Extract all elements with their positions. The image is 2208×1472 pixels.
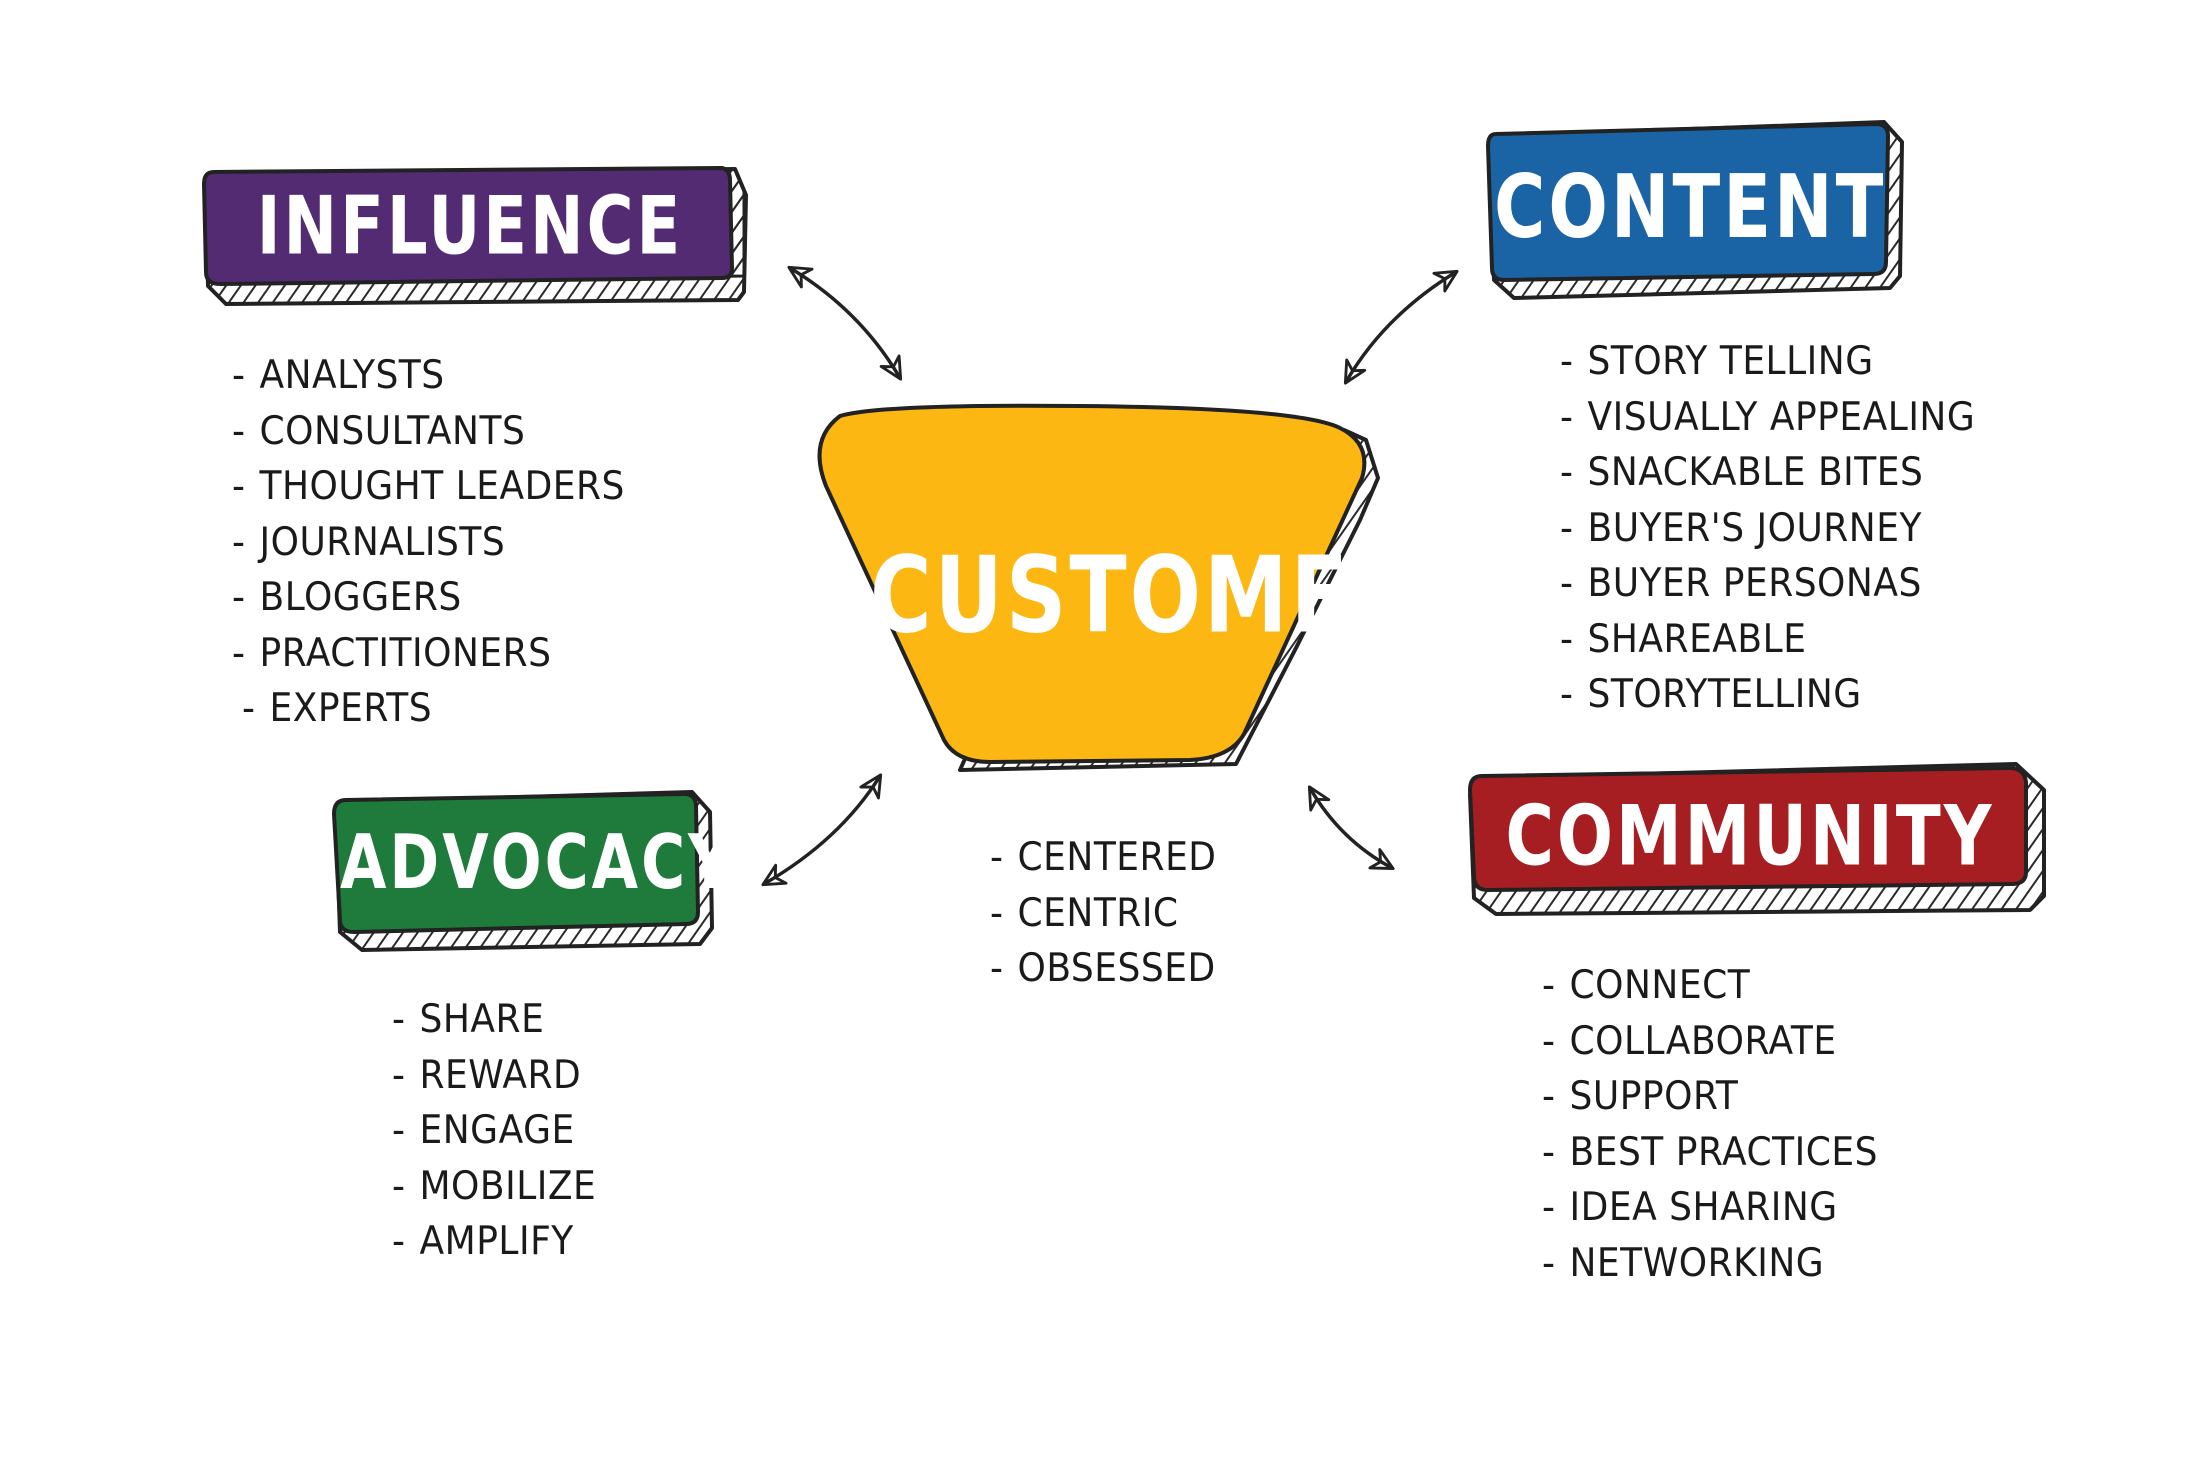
list-item: -OBSESSED xyxy=(990,946,1216,991)
influence-list: -ANALYSTS -CONSULTANTS -THOUGHT LEADERS … xyxy=(232,348,625,737)
list-item: -SUPPORT xyxy=(1542,1074,1739,1119)
list-item: -CENTERED xyxy=(990,835,1217,880)
list-item: -JOURNALISTS xyxy=(232,519,506,565)
list-item: -CENTRIC xyxy=(990,890,1179,936)
advocacy-title: ADVOCACY xyxy=(340,819,735,907)
community-list: -CONNECT -COLLABORATE -SUPPORT -BEST PRA… xyxy=(1542,958,1878,1291)
content-box xyxy=(1485,121,1891,283)
list-item: -SHARE xyxy=(392,997,545,1042)
list-item: -CONSULTANTS xyxy=(232,408,526,454)
customer-title: CUSTOMER xyxy=(870,533,1419,657)
list-item: -STORY TELLING xyxy=(1560,339,1874,384)
community-title: COMMUNITY xyxy=(1505,788,1995,885)
list-item: -ENGAGE xyxy=(392,1108,575,1153)
arrow-content-customer xyxy=(1343,269,1459,385)
list-item: -THOUGHT LEADERS xyxy=(232,464,625,509)
list-item: -VISUALLY APPEALING xyxy=(1560,394,1976,440)
list-item: -BLOGGERS xyxy=(232,575,462,620)
advocacy-node xyxy=(331,790,714,952)
list-item: -CONNECT xyxy=(1542,963,1751,1008)
list-item: -IDEA SHARING xyxy=(1542,1185,1838,1230)
customer-node xyxy=(817,403,1380,772)
list-item: -EXPERTS xyxy=(242,686,433,731)
influence-title: INFLUENCE xyxy=(256,180,684,274)
customer-shape xyxy=(817,403,1367,765)
list-item: -STORYTELLING xyxy=(1560,672,1862,717)
list-item: -AMPLIFY xyxy=(392,1219,574,1264)
content-node xyxy=(1485,120,1904,300)
influence-box xyxy=(201,165,735,287)
list-item: -SHAREABLE xyxy=(1560,616,1807,662)
list-item: -PRACTITIONERS xyxy=(232,630,552,676)
list-item: -BUYER PERSONAS xyxy=(1560,561,1922,606)
list-item: -NETWORKING xyxy=(1542,1240,1825,1286)
influence-node xyxy=(201,165,748,306)
advocacy-box xyxy=(331,791,701,935)
list-item: -BUYER'S JOURNEY xyxy=(1560,505,1922,551)
list-item: -SNACKABLE BITES xyxy=(1560,450,1924,495)
arrow-influence-customer xyxy=(787,265,903,381)
customer-list: -CENTERED -CENTRIC -OBSESSED xyxy=(990,830,1217,997)
list-item: -REWARD xyxy=(392,1052,582,1098)
content-list: -STORY TELLING -VISUALLY APPEALING -SNAC… xyxy=(1560,334,1975,723)
arrow-customer-advocacy xyxy=(761,773,883,887)
list-item: -MOBILIZE xyxy=(392,1163,597,1209)
list-item: -COLLABORATE xyxy=(1542,1018,1837,1064)
community-node xyxy=(1467,762,2046,916)
arrow-customer-community xyxy=(1307,785,1395,871)
content-title: CONTENT xyxy=(1494,155,1887,259)
list-item: -ANALYSTS xyxy=(232,353,445,398)
list-item: -BEST PRACTICES xyxy=(1542,1129,1878,1175)
community-box xyxy=(1467,765,2028,893)
advocacy-list: -SHARE -REWARD -ENGAGE -MOBILIZE -AMPLIF… xyxy=(392,992,596,1270)
